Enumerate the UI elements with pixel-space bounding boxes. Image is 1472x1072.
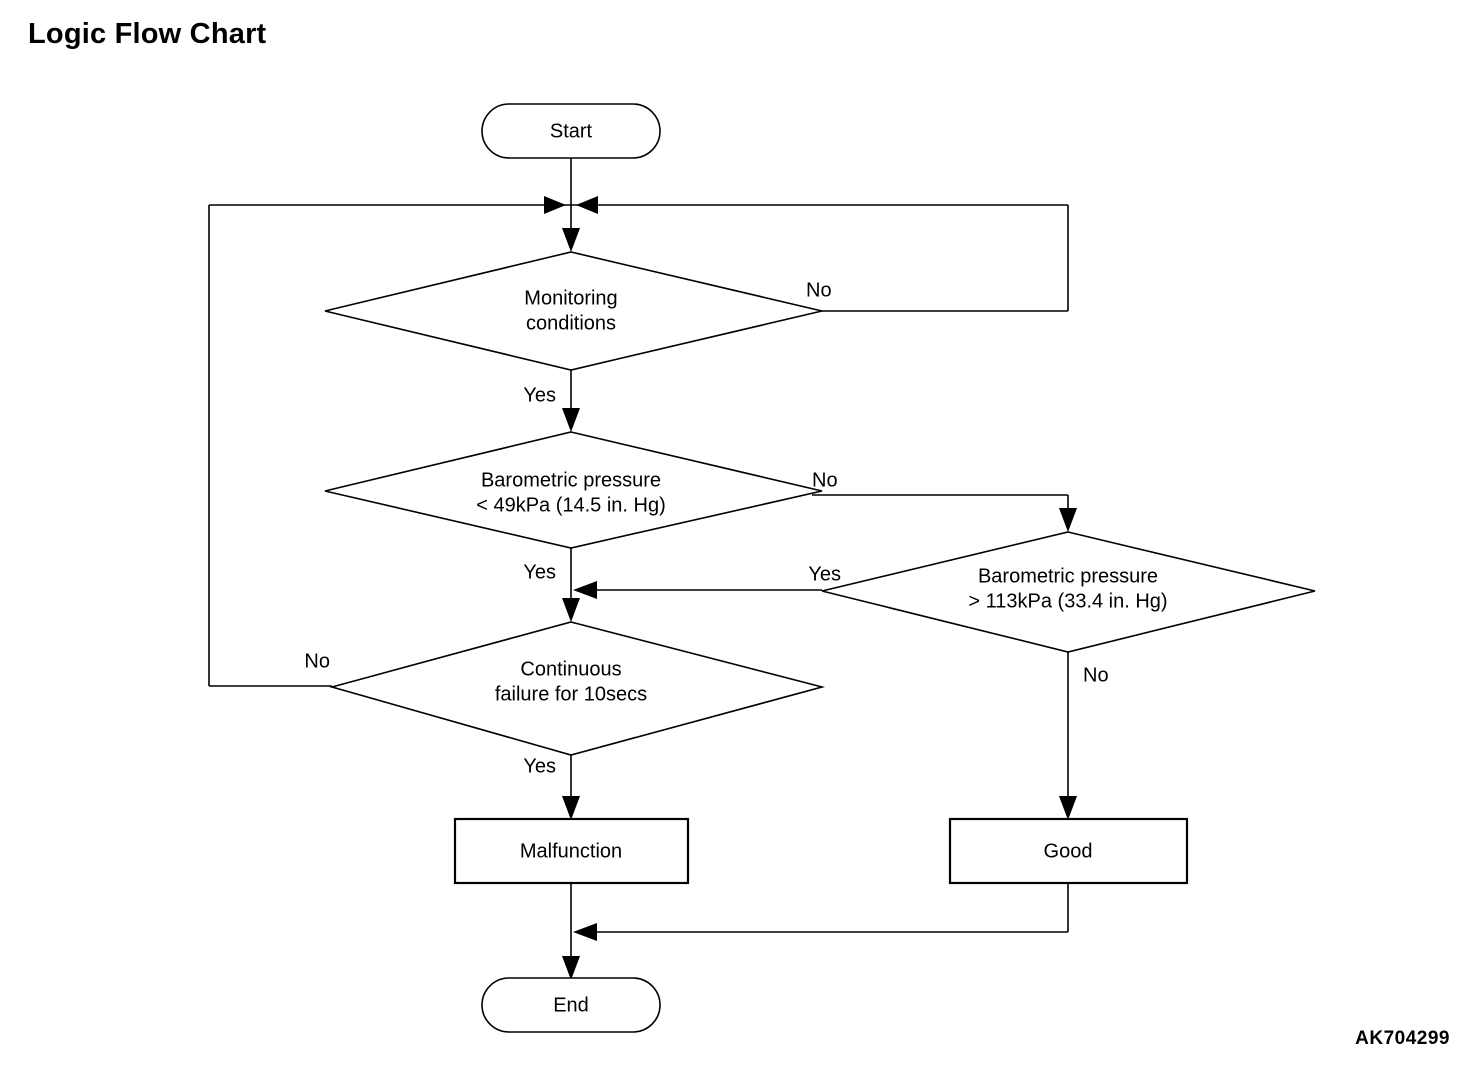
start-node-shape bbox=[481, 103, 661, 159]
arrowhead-into-good bbox=[1059, 796, 1077, 820]
start-node-label: Start bbox=[550, 120, 593, 142]
continuous-node-label-line2: failure for 10secs bbox=[495, 683, 647, 705]
node-good[interactable]: Good bbox=[948, 817, 1189, 885]
monitoring-node-shape bbox=[324, 251, 823, 371]
continuous-node-shape bbox=[329, 621, 826, 756]
edge-label-continuous-yes: Yes bbox=[523, 755, 556, 777]
node-barometric-pressure-high[interactable]: Barometric pressure > 113kPa (33.4 in. H… bbox=[821, 531, 1316, 653]
node-continuous-failure[interactable]: Continuous failure for 10secs bbox=[329, 621, 826, 756]
edge-label-continuous-no: No bbox=[304, 650, 330, 672]
page-title: Logic Flow Chart bbox=[28, 18, 267, 50]
baro-low-node-shape bbox=[324, 431, 823, 549]
reference-code: AK704299 bbox=[1355, 1028, 1450, 1049]
good-node-label: Good bbox=[1044, 840, 1093, 862]
node-end[interactable]: End bbox=[481, 977, 661, 1033]
baro-high-node-label-line1: Barometric pressure bbox=[978, 565, 1158, 587]
node-barometric-pressure-low[interactable]: Barometric pressure < 49kPa (14.5 in. Hg… bbox=[324, 431, 823, 549]
edge-label-baro-high-yes: Yes bbox=[808, 563, 841, 585]
arrowhead-baro-high-yes-into-trunk bbox=[573, 581, 597, 599]
baro-high-node-shape bbox=[821, 531, 1316, 653]
arrowhead-junction-from-right bbox=[576, 196, 598, 214]
malfunction-node-shape bbox=[453, 817, 690, 885]
edge-label-baro-high-no: No bbox=[1083, 664, 1109, 686]
continuous-node-label-line1: Continuous bbox=[520, 658, 621, 680]
monitoring-node-label-line2: conditions bbox=[526, 312, 616, 334]
malfunction-node-label: Malfunction bbox=[520, 840, 622, 862]
good-node-shape bbox=[948, 817, 1189, 885]
arrowhead-junction-from-left bbox=[544, 196, 566, 214]
arrowhead-into-monitoring bbox=[562, 228, 580, 252]
edge-label-monitoring-no: No bbox=[806, 279, 832, 301]
arrowhead-into-baro-low bbox=[562, 408, 580, 432]
edge-label-monitoring-yes: Yes bbox=[523, 384, 556, 406]
node-start[interactable]: Start bbox=[481, 103, 661, 159]
edge-label-baro-low-yes: Yes bbox=[523, 561, 556, 583]
baro-low-node-label-line2: < 49kPa (14.5 in. Hg) bbox=[476, 494, 666, 516]
edge-label-baro-low-no: No bbox=[812, 469, 838, 491]
baro-low-node-label-line1: Barometric pressure bbox=[481, 469, 661, 491]
arrowhead-into-continuous bbox=[562, 598, 580, 622]
arrowhead-good-into-trunk bbox=[573, 923, 597, 941]
baro-high-node-label-line2: > 113kPa (33.4 in. Hg) bbox=[968, 590, 1167, 612]
node-malfunction[interactable]: Malfunction bbox=[453, 817, 690, 885]
arrowhead-into-end bbox=[562, 956, 580, 980]
node-monitoring-conditions[interactable]: Monitoring conditions bbox=[324, 251, 823, 371]
arrowhead-into-malfunction bbox=[562, 796, 580, 820]
end-node-shape bbox=[481, 977, 661, 1033]
arrowhead-into-baro-high bbox=[1059, 508, 1077, 532]
end-node-label: End bbox=[553, 994, 589, 1016]
monitoring-node-label-line1: Monitoring bbox=[524, 287, 617, 309]
